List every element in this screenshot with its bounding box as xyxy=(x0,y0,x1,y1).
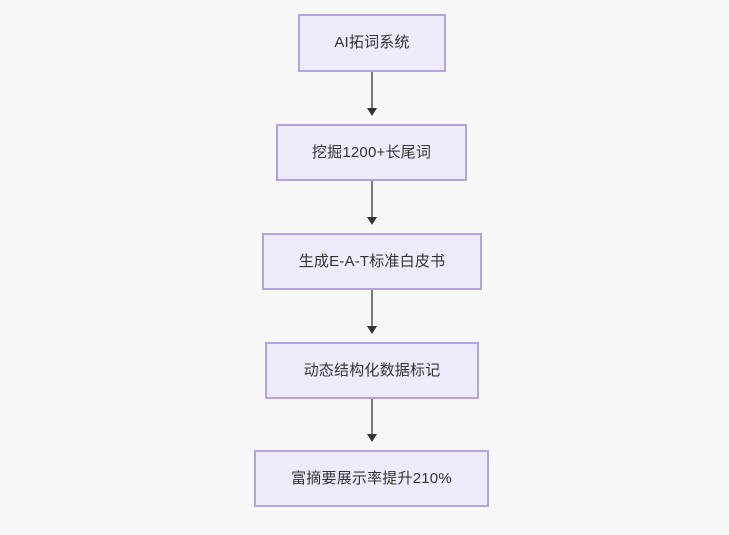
flow-node-mine-longtail-keywords[interactable]: 挖掘1200+长尾词 xyxy=(276,124,467,181)
flow-node-ai-keyword-system[interactable]: AI拓词系统 xyxy=(298,14,446,72)
flow-node-dynamic-structured-data-markup[interactable]: 动态结构化数据标记 xyxy=(265,342,479,399)
flow-node-label: 挖掘1200+长尾词 xyxy=(311,143,432,161)
arrowhead-icon xyxy=(367,217,377,225)
arrowhead-icon xyxy=(367,434,377,442)
connector-line xyxy=(371,72,373,108)
flow-node-label: 生成E-A-T标准白皮书 xyxy=(298,252,446,270)
flow-node-label: AI拓词系统 xyxy=(334,34,410,51)
flow-node-label: 动态结构化数据标记 xyxy=(303,361,441,379)
flow-node-label: 富摘要展示率提升210% xyxy=(291,469,452,487)
connector-line xyxy=(371,290,373,326)
flow-node-generate-eat-whitepaper[interactable]: 生成E-A-T标准白皮书 xyxy=(262,233,482,290)
connector-line xyxy=(371,181,373,217)
flow-node-rich-snippet-impression-lift[interactable]: 富摘要展示率提升210% xyxy=(254,450,489,507)
arrowhead-icon xyxy=(367,326,377,334)
connector-line xyxy=(371,399,373,434)
arrowhead-icon xyxy=(367,108,377,116)
